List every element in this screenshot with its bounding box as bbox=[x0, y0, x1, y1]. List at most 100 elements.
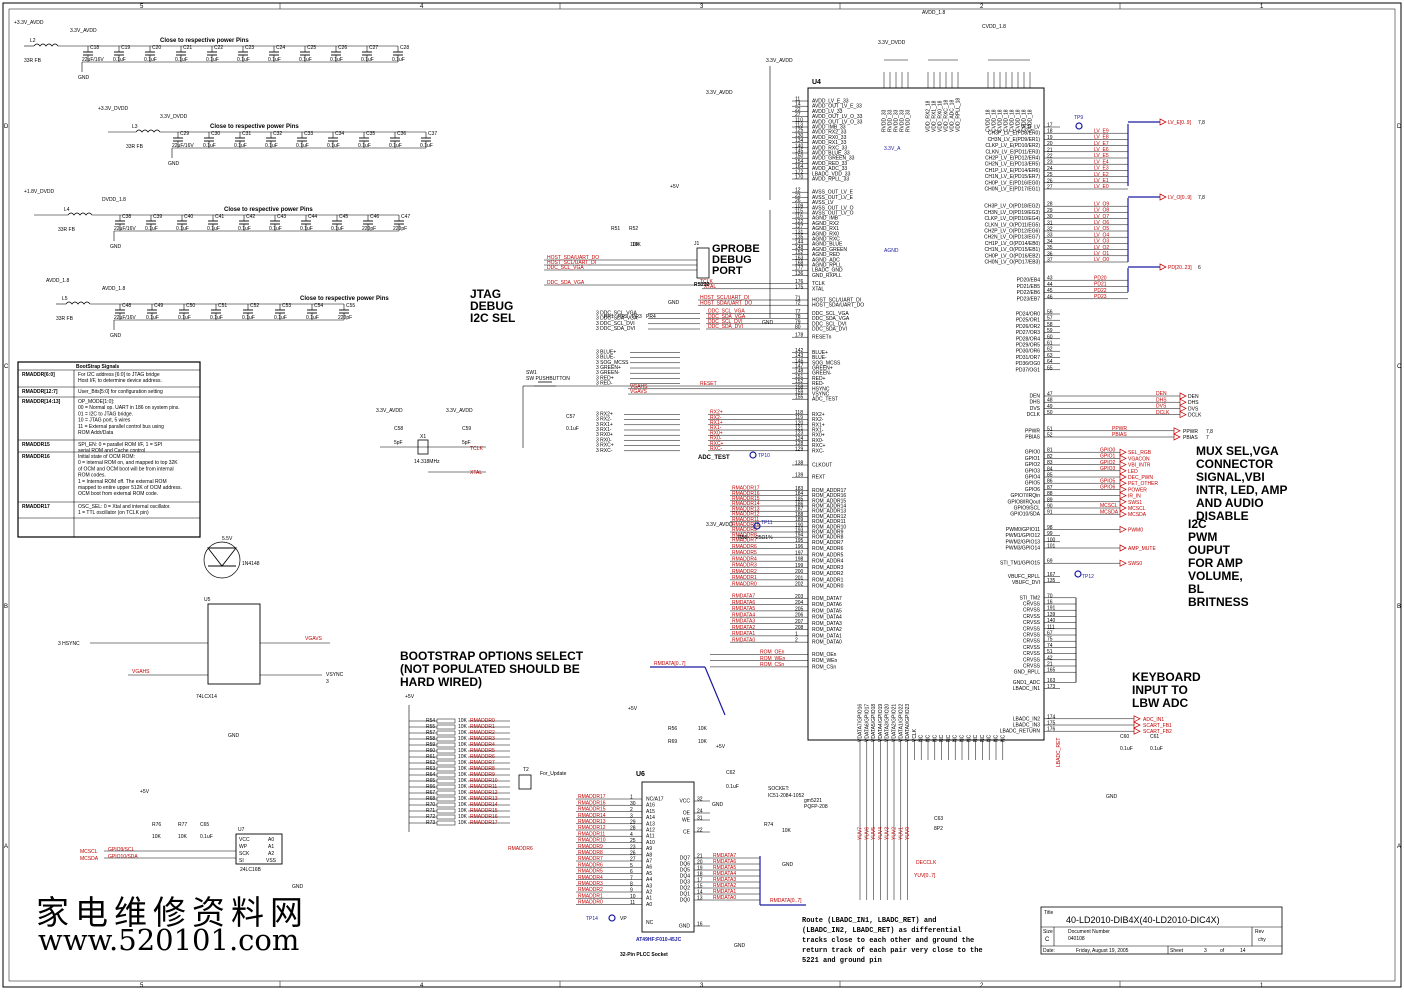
u6-pin-num: 5 bbox=[630, 863, 633, 869]
net-label: VGAVS bbox=[630, 389, 648, 395]
analog-port: 3 BLUE- bbox=[596, 355, 615, 361]
vsync-out: VSYNC bbox=[326, 672, 344, 678]
u4-pin-num: 205 bbox=[795, 606, 804, 612]
u4-pin-name: AVDD_RPLL_33 bbox=[812, 177, 849, 183]
panel-out: PBIAS bbox=[1183, 435, 1198, 441]
u4-pin-num: 119 bbox=[795, 415, 803, 421]
u4-pin-name: ROM_DATA6 bbox=[812, 602, 842, 608]
offpage-connector bbox=[1173, 427, 1181, 435]
u6-gnd3: GND bbox=[712, 802, 724, 808]
vp-label: VP bbox=[620, 916, 627, 922]
bs-res-body bbox=[436, 772, 456, 778]
bs-row-name: RMADDR[6:0] bbox=[22, 372, 55, 378]
bs-res-body bbox=[436, 808, 456, 814]
u4-pin-num: 113 bbox=[795, 123, 803, 129]
u4-pin-name: AVDD_LV_33 bbox=[812, 109, 843, 115]
frame-col-bottom: 4 bbox=[420, 983, 424, 989]
u4-pin-num: 74 bbox=[1047, 643, 1053, 649]
bottom-pin-name: NC bbox=[1000, 734, 1006, 742]
u4-pin-name: DDC_SDA_DVI bbox=[812, 327, 847, 333]
tb-of: 14 bbox=[1240, 948, 1246, 954]
u4-pin-num: 67 bbox=[1047, 631, 1053, 637]
u4-pin-name: HSYNC bbox=[812, 386, 830, 392]
cap-val: 22uF/16V bbox=[172, 143, 194, 149]
bottom-pin-name: NC bbox=[994, 734, 1000, 742]
bs-res-val: 10K bbox=[458, 796, 468, 802]
u4-pin-num: 56 bbox=[1047, 310, 1053, 316]
d1-part: 1N4148 bbox=[242, 561, 260, 567]
u6-data-net: RMDATA7 bbox=[713, 853, 736, 859]
gpio-out: LED bbox=[1128, 469, 1138, 475]
offpage-connector bbox=[1159, 263, 1167, 271]
romctl-net: ROM_OEn bbox=[760, 650, 785, 656]
ddc-port: 3 DDC_SCL_DVI bbox=[596, 321, 635, 327]
u4-pin-num: 202 bbox=[795, 582, 804, 588]
bs-res-body bbox=[436, 742, 456, 748]
u4-pin-name: AGND_RXC bbox=[812, 237, 840, 243]
c60-label: C60 bbox=[1120, 734, 1129, 740]
u4-pin-num: 62 bbox=[1047, 347, 1053, 353]
offpage-connector bbox=[1133, 715, 1141, 723]
bs-row-name: RMADDR[12:7] bbox=[22, 389, 58, 395]
x1-val: 14.318MHz bbox=[414, 459, 440, 465]
cap-ref: C44 bbox=[308, 214, 317, 220]
u4-pin-num: 189 bbox=[795, 517, 804, 523]
u4-pin-num: 34 bbox=[1047, 239, 1053, 245]
offpage-net: PD[20..23] bbox=[1168, 265, 1192, 271]
u4-pin-name: ROM_DATA1 bbox=[812, 633, 842, 639]
u4-pin-name: ROM_ADDR2 bbox=[812, 571, 844, 577]
cap-ref: C52 bbox=[250, 303, 259, 309]
bs-row-desc: Initial state of OCM ROM:0 = internal RO… bbox=[78, 454, 182, 497]
crystal-x1: X1 14.318MHz C58 5pF C59 5pF 3.3V_AVDD 3… bbox=[376, 408, 486, 476]
cap-val: 0.1uF bbox=[175, 57, 188, 63]
bottom-pin-name: NC bbox=[953, 734, 959, 742]
u4-pin-num: 58 bbox=[1047, 322, 1053, 328]
u6-rpin-num: 17 bbox=[697, 878, 703, 884]
u4-pin-num: 42 bbox=[1047, 655, 1053, 661]
lvo-net: LV_O8 bbox=[1094, 208, 1109, 214]
u4-pin-name: AGND_RX1 bbox=[812, 226, 839, 232]
u6-addr-net: RMADDR12 bbox=[578, 825, 606, 831]
u4-pin-name: AVDD_RX1_33 bbox=[812, 140, 847, 146]
u4-pin-name: LBADC_VDD_33 bbox=[812, 171, 851, 177]
inductor-val: 33R FB bbox=[58, 227, 76, 233]
lve-net: LV_E2 bbox=[1094, 172, 1109, 178]
cap-val: 0.1uF bbox=[327, 143, 340, 149]
u4-pin-num: 21 bbox=[1047, 147, 1053, 153]
tb-sheet-label: Sheet bbox=[1170, 948, 1184, 954]
u4-pin-num: 18 bbox=[1047, 129, 1053, 135]
u4-pin-num: 22 bbox=[1047, 154, 1053, 160]
u4-pin-num: 164 bbox=[795, 164, 804, 170]
u5-ref: U5 bbox=[204, 597, 211, 603]
u6-pin-name: A5 bbox=[646, 871, 652, 877]
u4-pin-name: ROM_DATA2 bbox=[812, 627, 842, 633]
bottom-pin-name: VDATA4/GPIO19 bbox=[878, 704, 884, 742]
u5-rail: 5.5V bbox=[222, 536, 233, 542]
u4-pin-name: CRVSS bbox=[1023, 608, 1041, 614]
u4-pin-num: 25 bbox=[1047, 172, 1053, 178]
yuv-net: YUV5 bbox=[871, 827, 877, 840]
bottom-pin-name: NC bbox=[939, 734, 945, 742]
cap-ref: C43 bbox=[277, 214, 286, 220]
bottom-pin-name: VCLK bbox=[912, 728, 918, 742]
u4-pin-name: PD37/OG1 bbox=[1016, 367, 1041, 373]
u4-pin-name: RED+ bbox=[812, 376, 826, 382]
u4-pin-num: 163 bbox=[795, 255, 804, 261]
u4-pin-num: 27 bbox=[1047, 185, 1053, 191]
inductor-ref: L2 bbox=[30, 38, 36, 44]
u5-part: 74LCX14 bbox=[196, 694, 217, 700]
u6-chip: U6 AT49HF:F010-45JC 32-Pin PLCC Socket S… bbox=[576, 744, 806, 958]
bs-row-name: RMADDR[14:13] bbox=[22, 399, 61, 405]
u4-pin-num: 82 bbox=[1047, 454, 1053, 460]
bottom-pin-name: VDATA5/GPIO18 bbox=[871, 704, 877, 742]
analog-port: 3 RED- bbox=[596, 381, 613, 387]
dsig-net: DEN bbox=[1156, 391, 1167, 397]
bs-res-body bbox=[436, 754, 456, 760]
u4-left-pins: AVDD_LV_E_3311AVDD_OUT_LV_E_3314AVDD_LV_… bbox=[792, 97, 864, 670]
rail-in: +1.8V_DVDD bbox=[24, 189, 55, 195]
u6-pin-num: 7 bbox=[630, 875, 633, 881]
